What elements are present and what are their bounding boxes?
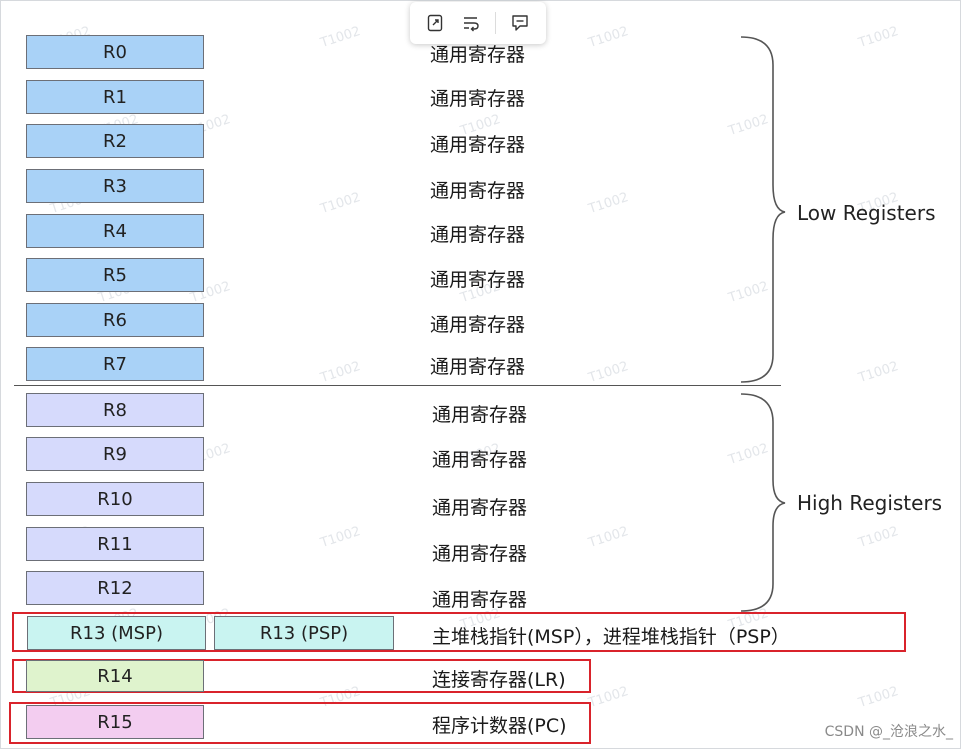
register-r7: R7 bbox=[26, 347, 204, 381]
register-r0: R0 bbox=[26, 35, 204, 69]
register-r14: R14 bbox=[26, 660, 204, 692]
group-divider bbox=[14, 385, 781, 386]
r15-highlight-box bbox=[9, 702, 591, 744]
wrap-text-icon[interactable] bbox=[460, 11, 484, 35]
register-r6: R6 bbox=[26, 303, 204, 337]
register-r1-desc: 通用寄存器 bbox=[430, 88, 526, 110]
register-r13-desc: 主堆栈指针(MSP），进程堆栈指针（PSP） bbox=[432, 626, 790, 648]
floating-toolbar bbox=[410, 2, 546, 44]
register-r3-desc: 通用寄存器 bbox=[430, 180, 526, 202]
r13-highlight-box bbox=[12, 612, 906, 652]
register-r0-desc: 通用寄存器 bbox=[430, 44, 526, 66]
low-registers-label: Low Registers bbox=[797, 201, 936, 225]
register-r4: R4 bbox=[26, 214, 204, 248]
register-r2: R2 bbox=[26, 124, 204, 158]
register-r5-desc: 通用寄存器 bbox=[430, 269, 526, 291]
register-r10-desc: 通用寄存器 bbox=[432, 497, 528, 519]
register-r2-desc: 通用寄存器 bbox=[430, 134, 526, 156]
low-registers-brace bbox=[740, 36, 786, 383]
register-r1: R1 bbox=[26, 80, 204, 114]
link-icon[interactable] bbox=[424, 11, 448, 35]
toolbar-separator bbox=[495, 12, 497, 34]
register-r13-psp: R13 (PSP) bbox=[214, 616, 394, 650]
high-registers-brace bbox=[740, 393, 786, 612]
register-r9: R9 bbox=[26, 437, 204, 471]
register-r15: R15 bbox=[26, 705, 204, 739]
register-r14-desc: 连接寄存器(LR) bbox=[432, 669, 566, 691]
register-r15-desc: 程序计数器(PC) bbox=[432, 715, 567, 737]
register-r8-desc: 通用寄存器 bbox=[432, 404, 528, 426]
register-r4-desc: 通用寄存器 bbox=[430, 224, 526, 246]
credit-text: CSDN @_沧浪之水_ bbox=[824, 724, 953, 740]
register-r7-desc: 通用寄存器 bbox=[430, 356, 526, 378]
register-r12-desc: 通用寄存器 bbox=[432, 589, 528, 611]
register-r13-msp: R13 (MSP) bbox=[27, 616, 206, 650]
register-r11-desc: 通用寄存器 bbox=[432, 543, 528, 565]
register-r8: R8 bbox=[26, 393, 204, 427]
register-r12: R12 bbox=[26, 571, 204, 605]
register-r11: R11 bbox=[26, 527, 204, 561]
high-registers-label: High Registers bbox=[797, 491, 943, 515]
register-r5: R5 bbox=[26, 258, 204, 292]
register-r6-desc: 通用寄存器 bbox=[430, 314, 526, 336]
register-r3: R3 bbox=[26, 169, 204, 203]
comment-icon[interactable] bbox=[508, 11, 532, 35]
register-r10: R10 bbox=[26, 482, 204, 516]
r14-highlight-box bbox=[12, 659, 591, 693]
register-r9-desc: 通用寄存器 bbox=[432, 449, 528, 471]
